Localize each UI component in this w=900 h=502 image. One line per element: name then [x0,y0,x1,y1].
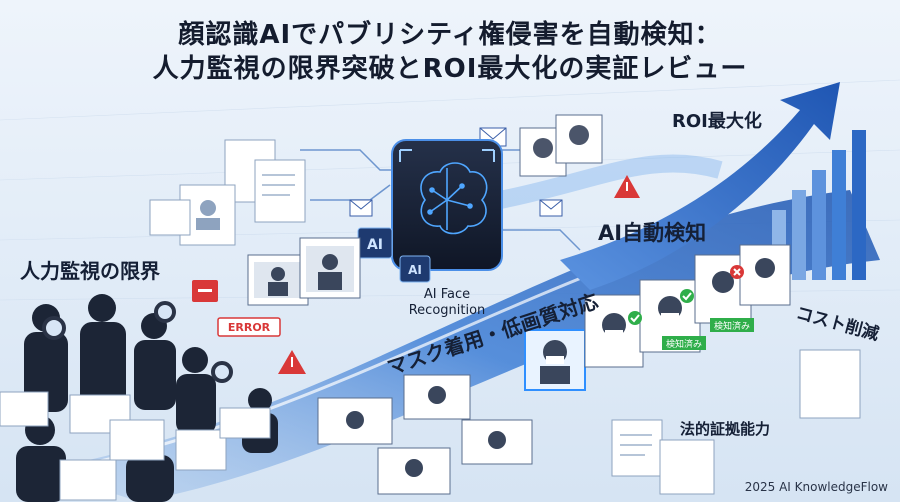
error-tag-icon [217,317,281,337]
close-icon [730,265,744,279]
ai-chip-label-2: AI [408,263,422,277]
document-stack-top [149,139,306,246]
label-cost-cut: コスト削減 [794,303,882,345]
roi-arrow [560,82,840,290]
label-ai-auto-detect: AI自動検知 [598,221,706,245]
credit-text: 2025 AI KnowledgeFlow [744,480,888,494]
label-human-limit: 人力監視の限界 [20,259,160,283]
detected-badge-label-2: 検知済み [714,320,750,332]
label-ai-face-2: Recognition [409,303,486,318]
page-title-line-2: 人力監視の限界突破とROI最大化の実証レビュー [152,54,748,84]
ai-chip-icon [357,227,431,283]
detected-badge [662,318,754,350]
data-stream [498,154,723,209]
face-photos-top [519,114,603,177]
ai-chip-label: AI [367,237,383,253]
detected-badge-label-1: 検知済み [666,338,702,350]
warning-icon [278,175,640,374]
legal-documents [611,349,861,495]
ai-brain-box [391,139,503,271]
label-roi-max: ROI最大化 [672,110,762,132]
magnifier-icon [42,301,233,383]
brain-icon [420,162,488,235]
label-legal-evidence: 法的証拠能力 [680,420,770,438]
photo-cards-road [317,374,533,495]
face-scan-frame [524,329,586,391]
check-icon [628,289,694,325]
monitor-photo-frames [247,237,361,306]
label-ai-face-1: AI Face [424,287,470,302]
page-title-line-1: 顔認識AIでパブリシティ権侵害を自動検知： [178,20,722,50]
cost-bars [772,130,866,280]
error-tag-label: ERROR [228,321,271,334]
paper-piles [0,391,271,501]
